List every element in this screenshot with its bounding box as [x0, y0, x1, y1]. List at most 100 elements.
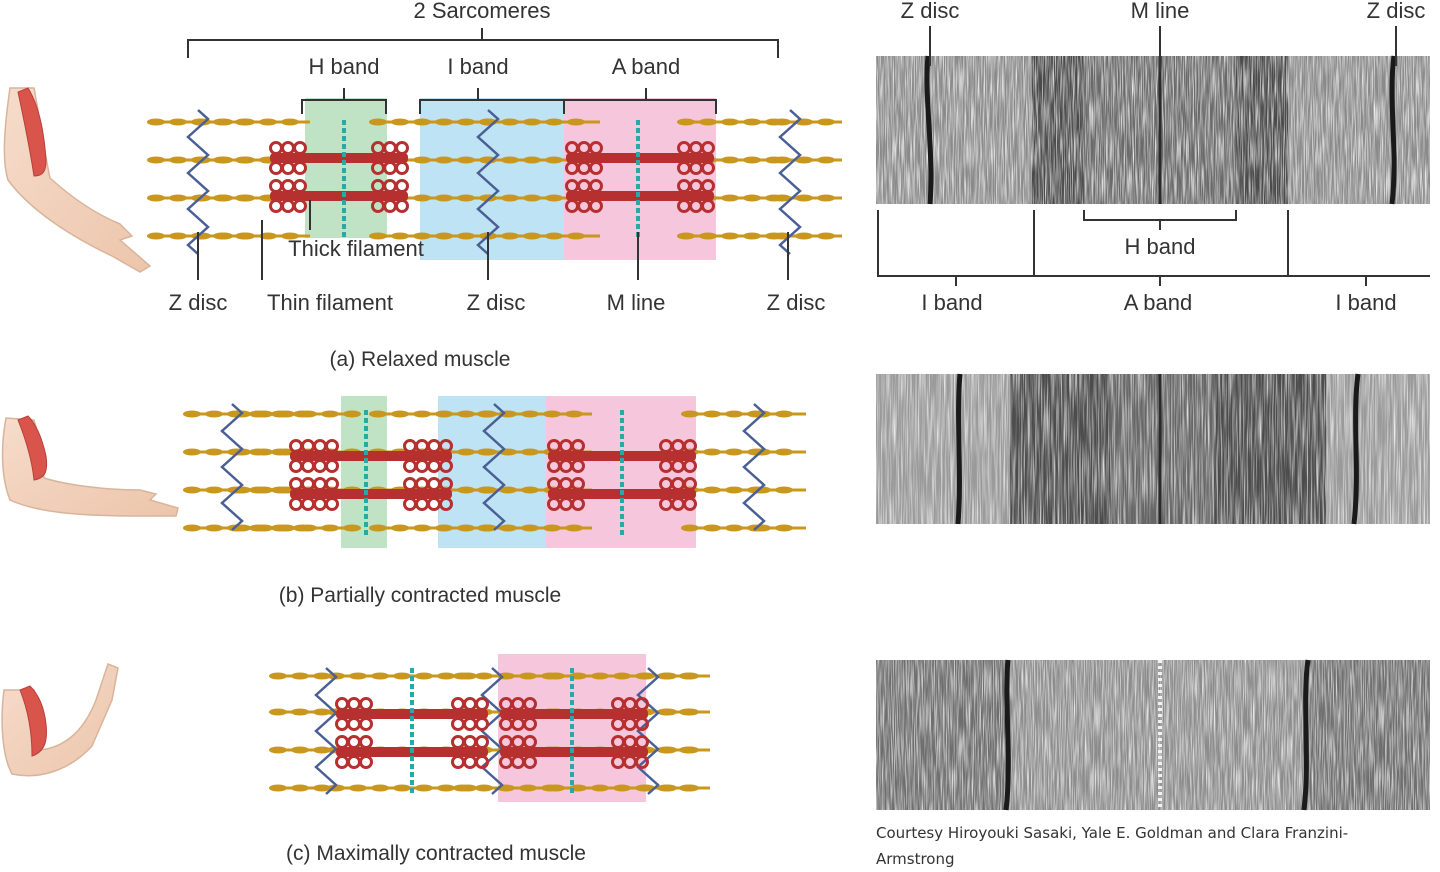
myosin-head [427, 459, 441, 473]
myosin-head [523, 755, 537, 769]
actin-bead [795, 232, 813, 240]
partial-filaments [183, 403, 806, 536]
actin-bead [269, 672, 287, 680]
actin-bead [773, 156, 791, 164]
actin-bead [501, 156, 519, 164]
myosin-head [395, 161, 409, 175]
actin-bead [591, 784, 609, 792]
myosin-head [335, 755, 349, 769]
actin-bead [681, 784, 699, 792]
z-disc [476, 109, 500, 255]
actin-bead [269, 784, 287, 792]
actin-bead [567, 118, 585, 126]
myosin-head [611, 697, 625, 711]
thick-filament [270, 153, 408, 163]
two-sarcomeres-bracket [187, 28, 779, 58]
actin-bead [147, 232, 165, 240]
myosin-head [451, 717, 465, 731]
myosin-head [463, 717, 477, 731]
i-band-shade-partial [438, 396, 546, 548]
actin-bead [677, 232, 695, 240]
myosin-head [589, 141, 603, 155]
actin-bead [501, 194, 519, 202]
actin-bead [499, 524, 517, 532]
actin-bead [637, 672, 655, 680]
actin-bead [437, 672, 455, 680]
actin-bead [775, 486, 793, 494]
actin-bead [477, 410, 495, 418]
actin-bead [281, 232, 299, 240]
myosin-head [589, 199, 603, 213]
actin-bead [313, 746, 331, 754]
myosin-head [281, 179, 295, 193]
actin-bead [259, 118, 277, 126]
actin-bead [721, 232, 739, 240]
actin-bead [457, 486, 475, 494]
myosin-head [347, 735, 361, 749]
myosin-head [403, 439, 417, 453]
micrograph-i-band-right-label: I band [1335, 290, 1396, 315]
myosin-head [395, 179, 409, 193]
actin-bead [547, 784, 565, 792]
myosin-head [269, 199, 283, 213]
actin-bead [637, 784, 655, 792]
actin-bead [475, 672, 493, 680]
actin-bead [545, 194, 563, 202]
actin-bead [477, 524, 495, 532]
actin-bead [703, 448, 721, 456]
micrograph-i-band-left-label: I band [921, 290, 982, 315]
myosin-head [359, 697, 373, 711]
actin-bead [523, 194, 541, 202]
myosin-head [611, 735, 625, 749]
myosin-head [313, 459, 327, 473]
actin-bead [545, 118, 563, 126]
actin-bead [725, 486, 743, 494]
myosin-head [395, 199, 409, 213]
myosin-head [325, 459, 339, 473]
actin-bead [775, 448, 793, 456]
actin-bead [501, 118, 519, 126]
actin-bead [237, 118, 255, 126]
relaxed-panel: 2 Sarcomeres H band I band A band Thick … [147, 0, 842, 371]
myosin-head [415, 497, 429, 511]
h-band-label: H band [309, 54, 380, 79]
actin-bead [817, 232, 835, 240]
myosin-head [403, 477, 417, 491]
actin-bead [699, 118, 717, 126]
myosin-head [359, 717, 373, 731]
actin-bead [321, 410, 339, 418]
myosin-head [335, 697, 349, 711]
actin-bead [205, 524, 223, 532]
actin-bead [391, 410, 409, 418]
actin-bead [215, 118, 233, 126]
myosin-head [475, 717, 489, 731]
actin-bead [567, 232, 585, 240]
i-band-bracket [419, 88, 565, 114]
arm-relaxed-icon [3, 87, 152, 273]
myosin-head [347, 717, 361, 731]
actin-bead [795, 194, 813, 202]
myosin-head [301, 459, 315, 473]
actin-bead [391, 232, 409, 240]
actin-bead [501, 232, 519, 240]
actin-bead [681, 708, 699, 716]
actin-bead [313, 708, 331, 716]
actin-bead [369, 118, 387, 126]
myosin-head [427, 497, 441, 511]
myosin-head [659, 497, 673, 511]
actin-bead [435, 410, 453, 418]
actin-bead [477, 486, 495, 494]
actin-bead [681, 524, 699, 532]
micrograph-h-band-label: H band [1125, 234, 1196, 259]
actin-bead [775, 524, 793, 532]
actin-bead [313, 784, 331, 792]
myosin-head [463, 755, 477, 769]
myosin-head [677, 141, 691, 155]
actin-bead [169, 118, 187, 126]
myosin-head [281, 161, 295, 175]
micrograph-z-disc-left-label: Z disc [901, 0, 960, 23]
actin-bead [519, 784, 537, 792]
actin-bead [237, 156, 255, 164]
myosin-head [403, 497, 417, 511]
myosin-head [293, 141, 307, 155]
